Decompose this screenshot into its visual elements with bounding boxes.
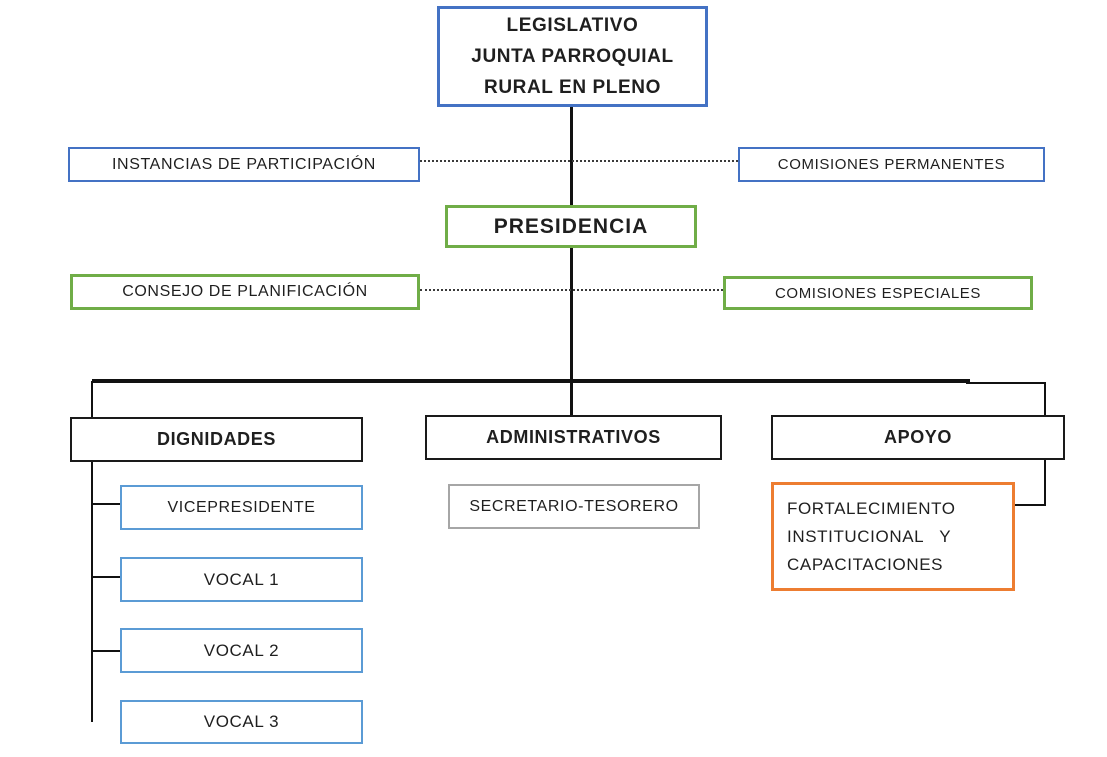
- node-vocal-2: VOCAL 2: [120, 628, 363, 673]
- node-instancias-de-participacion: INSTANCIAS DE PARTICIPACIÓN: [68, 147, 420, 182]
- node-vocal-3: VOCAL 3: [120, 700, 363, 744]
- connector-dotted-consejo-especiales: [420, 289, 723, 291]
- node-vocal-1: VOCAL 1: [120, 557, 363, 602]
- node-secretario-tesorero: SECRETARIO-TESORERO: [448, 484, 700, 529]
- connector-dignidades-children-spine: [91, 460, 93, 722]
- connector-spine-extension-right: [966, 382, 1046, 384]
- connector-apoyo-fortalecimiento-vertical: [1044, 460, 1046, 506]
- node-vicepresidente: VICEPRESIDENTE: [120, 485, 363, 530]
- node-apoyo: APOYO: [771, 415, 1065, 460]
- connector-dotted-instancias-permanentes: [420, 160, 738, 162]
- connector-stub-vocal2: [92, 650, 120, 652]
- node-comisiones-permanentes: COMISIONES PERMANENTES: [738, 147, 1045, 182]
- connector-horizontal-spine: [92, 379, 970, 383]
- node-administrativos: ADMINISTRATIVOS: [425, 415, 722, 460]
- connector-stub-vicepresidente: [92, 503, 120, 505]
- connector-spine-dignidades: [91, 381, 93, 417]
- node-comisiones-especiales: COMISIONES ESPECIALES: [723, 276, 1033, 310]
- connector-apoyo-fortalecimiento-stub: [1015, 504, 1046, 506]
- connector-presidencia-administrativos: [570, 248, 573, 415]
- connector-legislativo-presidencia: [570, 107, 573, 205]
- connector-spine-apoyo: [1044, 382, 1046, 415]
- node-presidencia: PRESIDENCIA: [445, 205, 697, 248]
- node-consejo-de-planificacion: CONSEJO DE PLANIFICACIÓN: [70, 274, 420, 310]
- node-fortalecimiento-institucional: FORTALECIMIENTO INSTITUCIONAL Y CAPACITA…: [771, 482, 1015, 591]
- connector-stub-vocal1: [92, 576, 120, 578]
- node-dignidades: DIGNIDADES: [70, 417, 363, 462]
- node-legislativo-junta-parroquial: LEGISLATIVO JUNTA PARROQUIAL RURAL EN PL…: [437, 6, 708, 107]
